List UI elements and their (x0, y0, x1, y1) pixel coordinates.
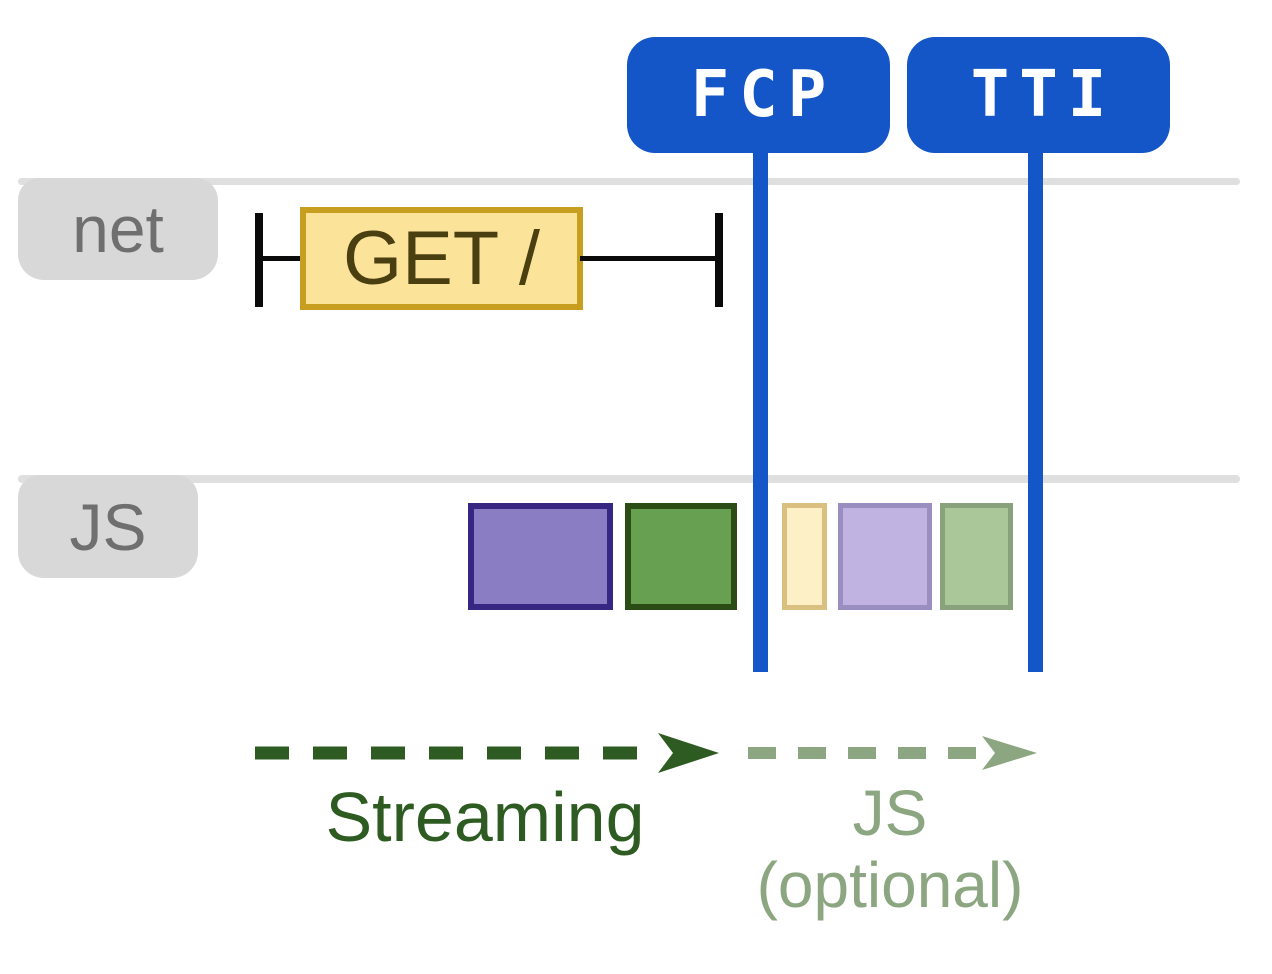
get-request-label: GET / (342, 216, 541, 301)
js-block-faded-purple (838, 503, 932, 610)
request-end-tick (715, 213, 723, 307)
request-right-whisker (580, 256, 718, 261)
net-lane-label: net (72, 192, 164, 266)
request-start-tick (255, 213, 263, 307)
fcp-marker-line (753, 150, 768, 672)
fcp-marker-label: FCP (690, 58, 837, 132)
get-request-box: GET / (300, 207, 583, 310)
net-lane-line (18, 178, 1240, 185)
tti-marker-badge: TTI (907, 37, 1170, 153)
net-lane-tab: net (18, 178, 218, 280)
js-block-green (625, 503, 737, 610)
js-optional-arrow-head (982, 736, 1037, 770)
js-lane-tab: JS (18, 475, 198, 578)
streaming-arrow-head (658, 733, 719, 773)
js-optional-phase-label: JS (optional) (756, 777, 1024, 921)
js-block-purple (468, 503, 613, 610)
js-lane-line (18, 475, 1240, 483)
tti-marker-label: TTI (970, 58, 1117, 132)
js-lane-label: JS (69, 489, 147, 564)
tti-marker-line (1028, 150, 1043, 672)
fcp-marker-badge: FCP (627, 37, 890, 153)
request-left-whisker (261, 256, 303, 261)
streaming-phase-label: Streaming (325, 778, 645, 856)
phase-arrows (255, 733, 1037, 773)
js-block-faded-yellow (782, 503, 827, 610)
js-block-faded-green (940, 503, 1013, 610)
